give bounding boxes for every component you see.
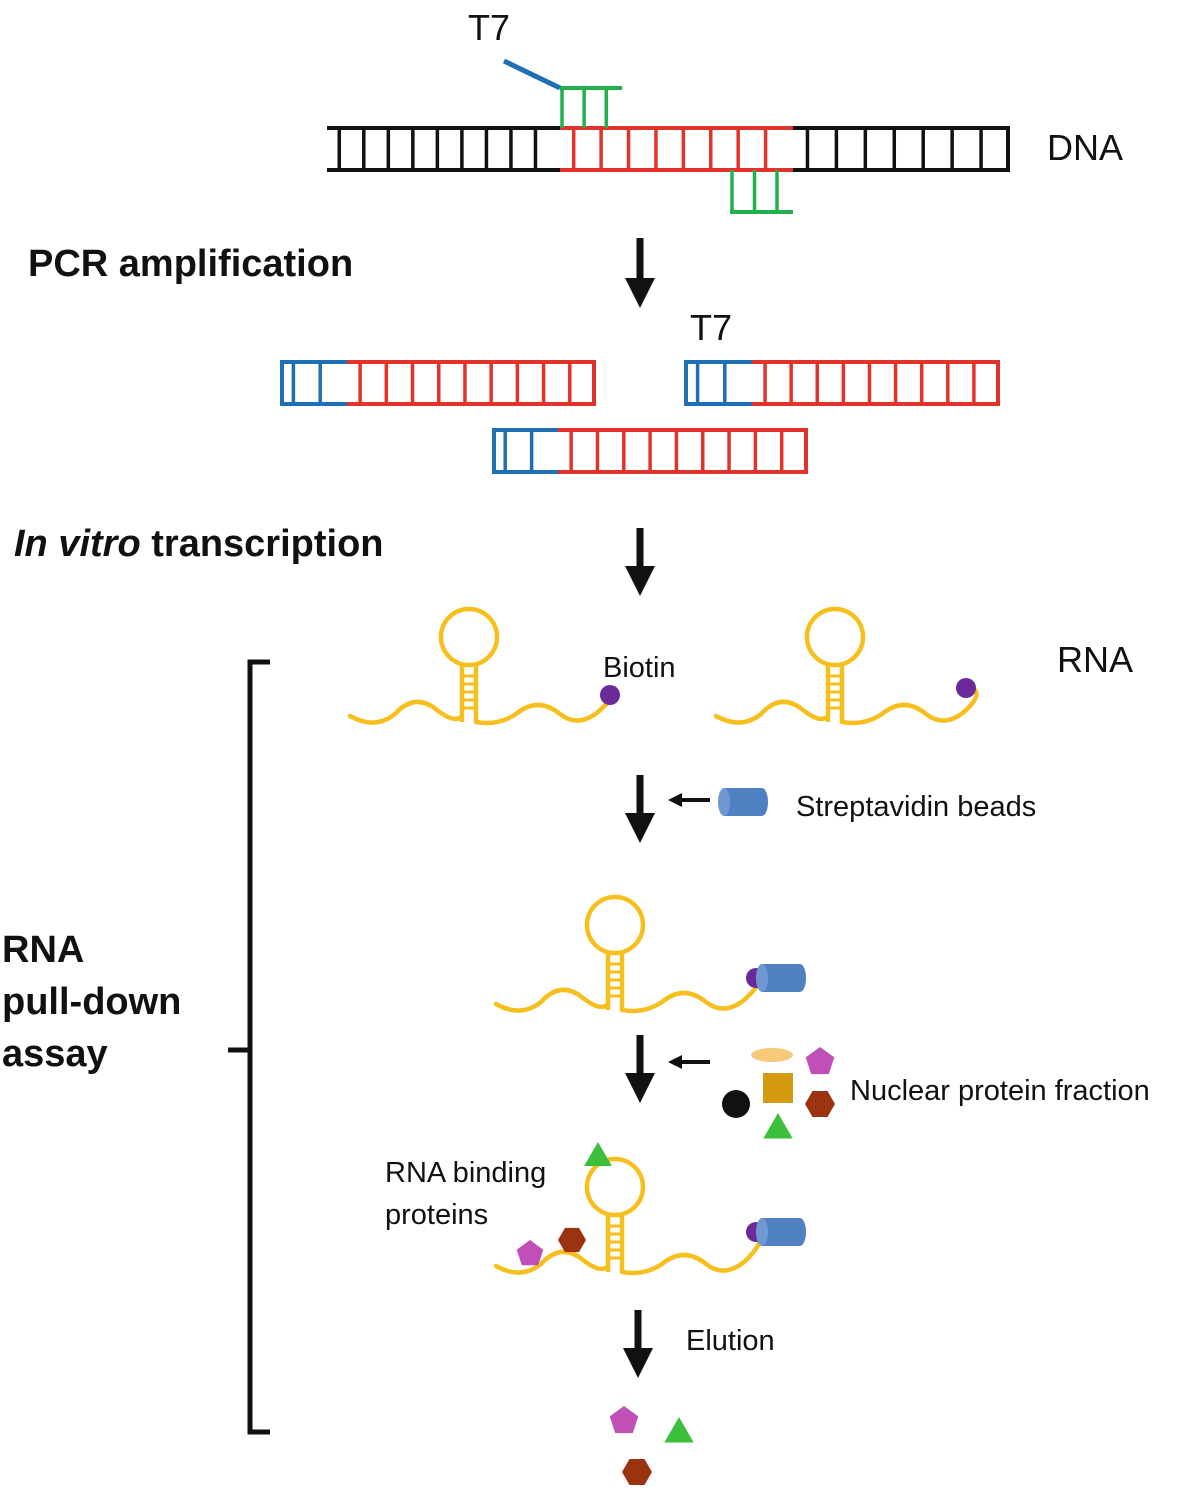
amplicon-1-t7	[280, 360, 347, 406]
t7-promoter-tail	[502, 58, 562, 91]
add-arrow-icon	[668, 1055, 710, 1069]
elution-label: Elution	[686, 1325, 775, 1357]
biotin-icon	[956, 678, 976, 698]
in-vitro-transcription-label: In vitro transcription	[14, 523, 384, 565]
rna-hairpin-icon	[347, 606, 620, 726]
hexagon-protein-icon	[558, 1227, 586, 1253]
amplicon-1-target	[347, 360, 596, 406]
circle-protein-icon	[722, 1090, 750, 1118]
rna-hairpin-icon	[713, 606, 979, 726]
reverse-primer	[730, 170, 793, 214]
amplicon-2-t7	[684, 360, 752, 406]
ellipse-protein-icon	[751, 1048, 793, 1062]
genomic-dna: T7 DNA	[327, 7, 1123, 214]
hexagon-protein-icon	[805, 1091, 835, 1117]
pcr-products: T7	[280, 307, 1000, 474]
pentagon-protein-icon	[516, 1240, 544, 1266]
arrow-down-icon	[625, 1035, 655, 1103]
transcription-word: transcription	[141, 523, 384, 565]
pentagon-protein-icon	[609, 1406, 639, 1434]
in-vitro-italic: In vitro	[14, 523, 141, 565]
biotin-icon	[600, 685, 620, 705]
rna-label: RNA	[1057, 639, 1133, 680]
assay-label-line3: assay	[2, 1033, 108, 1075]
triangle-protein-icon	[664, 1417, 694, 1443]
dna-strand-right	[793, 126, 1010, 172]
assay-label-line2: pull-down	[2, 981, 181, 1023]
pcr-step-label: PCR amplification	[28, 243, 353, 285]
streptavidin-bead-icon	[756, 1218, 806, 1246]
dna-target-region	[560, 126, 793, 172]
arrow-down-icon	[625, 775, 655, 843]
rna-hairpin-icon	[493, 1156, 766, 1276]
pentagon-protein-icon	[805, 1047, 835, 1075]
forward-primer	[560, 86, 622, 128]
rna-binding-label-line1: RNA binding	[385, 1157, 546, 1189]
square-protein-icon	[763, 1073, 793, 1103]
t7-label-pcr: T7	[690, 307, 732, 348]
rna-hairpin-icon	[493, 894, 766, 1014]
arrow-down-icon	[625, 238, 655, 308]
amplicon-2-target	[752, 360, 1000, 406]
bracket-icon	[228, 659, 270, 1435]
rna-binding-label-line2: proteins	[385, 1199, 488, 1231]
biotin-label: Biotin	[603, 652, 676, 684]
nuclear-protein-label: Nuclear protein fraction	[850, 1075, 1150, 1107]
amplicon-3-target	[558, 428, 808, 474]
amplicon-3-t7	[492, 428, 558, 474]
triangle-protein-icon	[763, 1113, 793, 1139]
triangle-protein-icon	[584, 1142, 612, 1166]
dna-strand-left	[327, 126, 560, 172]
hexagon-protein-icon	[622, 1459, 652, 1485]
add-arrow-icon	[668, 793, 710, 807]
nuclear-protein-mix	[722, 1047, 835, 1139]
arrow-down-icon	[625, 528, 655, 596]
t7-label-top: T7	[468, 7, 510, 48]
streptavidin-bead-icon	[718, 788, 768, 816]
streptavidin-bead-icon	[756, 964, 806, 992]
streptavidin-label: Streptavidin beads	[796, 791, 1036, 823]
arrow-down-icon	[623, 1310, 653, 1378]
dna-label: DNA	[1047, 127, 1123, 168]
assay-label-line1: RNA	[2, 929, 84, 971]
